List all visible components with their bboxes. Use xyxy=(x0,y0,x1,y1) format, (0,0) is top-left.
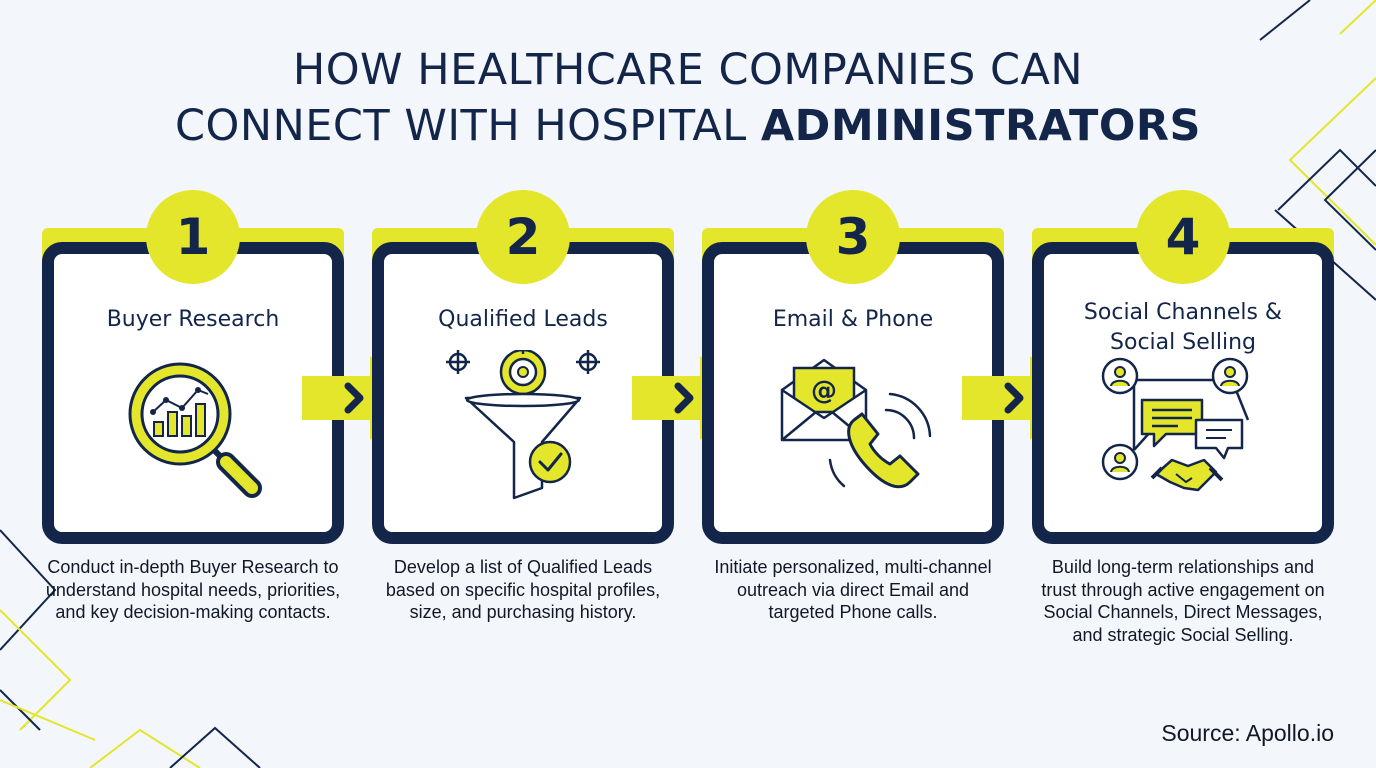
step-number-badge: 2 xyxy=(476,190,570,284)
step-card-3: 3 Email & Phone @ xyxy=(702,190,1004,544)
email-phone-icon: @ xyxy=(780,358,932,489)
step-title: Qualified Leads xyxy=(372,305,674,335)
step-title-line-1: Social Channels & xyxy=(1083,300,1283,325)
step-title-line-1: Qualified Leads xyxy=(438,307,608,332)
step-description-4: Build long-term relationships and trust … xyxy=(1041,557,1325,645)
step-title-line-1: Email & Phone xyxy=(772,307,934,332)
step-title: Social Channels & Social Selling xyxy=(1032,298,1334,358)
step-description-2: Develop a list of Qualified Leads based … xyxy=(385,557,661,622)
title-line-2: CONNECT WITH HOSPITAL ADMINISTRATORS xyxy=(0,98,1376,154)
step-card-2: 2 Qualified Leads xyxy=(372,190,674,544)
step-card-frame xyxy=(1032,242,1334,544)
step-number-badge: 3 xyxy=(806,190,900,284)
step-card-1: 1 Buyer Research xyxy=(42,190,344,544)
step-title-line-2: Social Selling xyxy=(1110,330,1256,355)
title-line-2-bold: ADMINISTRATORS xyxy=(760,101,1201,151)
step-number-badge: 1 xyxy=(146,190,240,284)
social-network-icon xyxy=(1101,357,1250,492)
page-title: HOW HEALTHCARE COMPANIES CAN CONNECT WIT… xyxy=(0,42,1376,154)
source-credit: Source: Apollo.io xyxy=(1161,720,1334,746)
step-title: Email & Phone xyxy=(702,305,1004,335)
title-line-1: HOW HEALTHCARE COMPANIES CAN xyxy=(292,45,1084,95)
magnifier-chart-icon xyxy=(128,362,262,498)
svg-text:@: @ xyxy=(811,376,837,406)
step-title-line-1: Buyer Research xyxy=(106,307,280,332)
step-card-4: 4 Social Channels & Social Selling xyxy=(1032,190,1334,544)
step-description-3: Initiate personalized, multi-channel out… xyxy=(714,557,992,622)
step-title: Buyer Research xyxy=(42,305,344,335)
funnel-target-icon xyxy=(446,350,600,500)
step-number-badge: 4 xyxy=(1136,190,1230,284)
step-description-1: Conduct in-depth Buyer Research to under… xyxy=(45,557,341,622)
title-line-2-regular: CONNECT WITH HOSPITAL xyxy=(175,101,747,151)
